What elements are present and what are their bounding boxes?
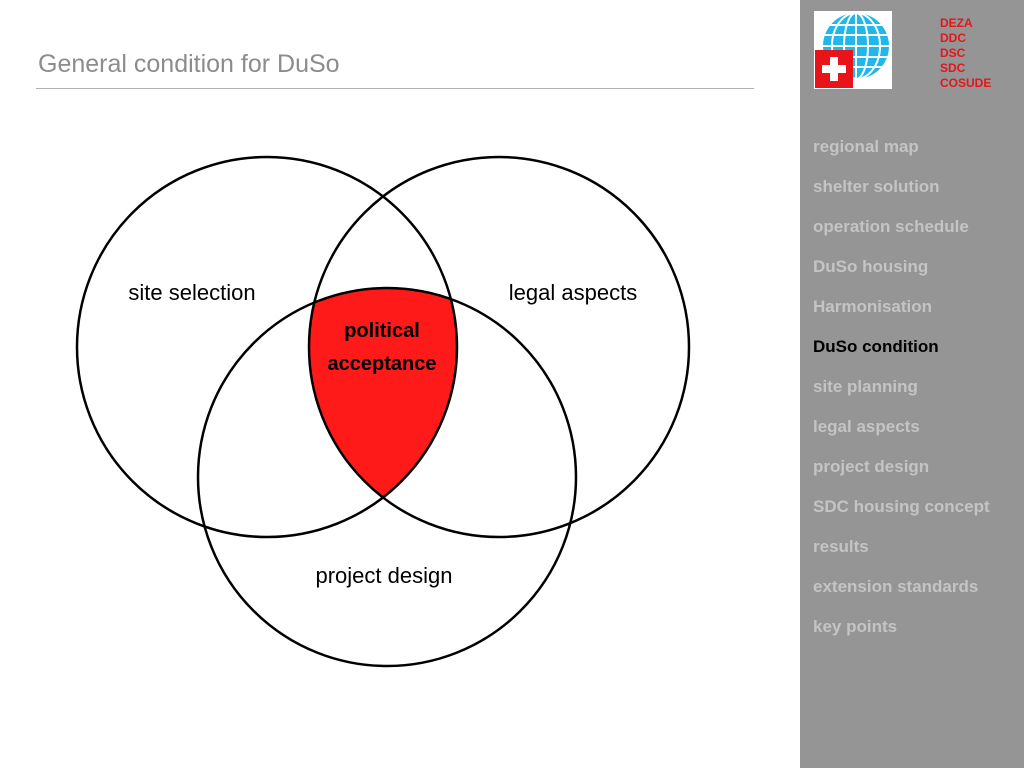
- agency-name: DEZA: [940, 16, 973, 30]
- sidebar: DEZA DDC DSC SDC COSUDE regional map she…: [800, 0, 1024, 768]
- sidebar-nav: regional map shelter solution operation …: [813, 136, 1021, 656]
- sidebar-item-legal-aspects[interactable]: legal aspects: [813, 417, 920, 436]
- venn-diagram: site selection legal aspects project des…: [75, 155, 691, 668]
- circle-project-design: [196, 286, 578, 668]
- agency-name: SDC: [940, 61, 966, 75]
- agency-name: DDC: [940, 31, 966, 45]
- title-divider: [36, 88, 754, 89]
- sidebar-item-regional-map[interactable]: regional map: [813, 137, 919, 156]
- sidebar-item-duso-condition[interactable]: DuSo condition: [813, 337, 939, 356]
- sidebar-item-sdc-housing-concept[interactable]: SDC housing concept: [813, 497, 990, 516]
- circle-legal-aspects: [307, 155, 691, 539]
- sidebar-item-project-design[interactable]: project design: [813, 457, 930, 476]
- label-political: political: [344, 320, 420, 342]
- label-acceptance: acceptance: [328, 353, 437, 375]
- label-site-selection: site selection: [128, 280, 255, 305]
- agency-names: DEZA DDC DSC SDC COSUDE: [940, 16, 991, 91]
- sidebar-item-extension-standards[interactable]: extension standards: [813, 577, 979, 596]
- page-title: General condition for DuSo: [38, 50, 340, 78]
- sidebar-item-results[interactable]: results: [813, 537, 869, 556]
- agency-name: DSC: [940, 46, 966, 60]
- sidebar-item-shelter-solution[interactable]: shelter solution: [813, 177, 940, 196]
- sidebar-item-operation-schedule[interactable]: operation schedule: [813, 217, 969, 236]
- political-acceptance-region: [309, 288, 457, 537]
- sidebar-item-harmonisation[interactable]: Harmonisation: [813, 297, 933, 316]
- label-project-design: project design: [316, 563, 453, 588]
- circle-site-selection: [75, 155, 459, 539]
- swiss-globe-logo-icon: [814, 11, 892, 89]
- agency-name: COSUDE: [940, 76, 992, 90]
- sidebar-item-key-points[interactable]: key points: [813, 617, 898, 636]
- sidebar-item-duso-housing[interactable]: DuSo housing: [813, 257, 929, 276]
- sidebar-item-site-planning[interactable]: site planning: [813, 377, 918, 396]
- label-legal-aspects: legal aspects: [509, 280, 637, 305]
